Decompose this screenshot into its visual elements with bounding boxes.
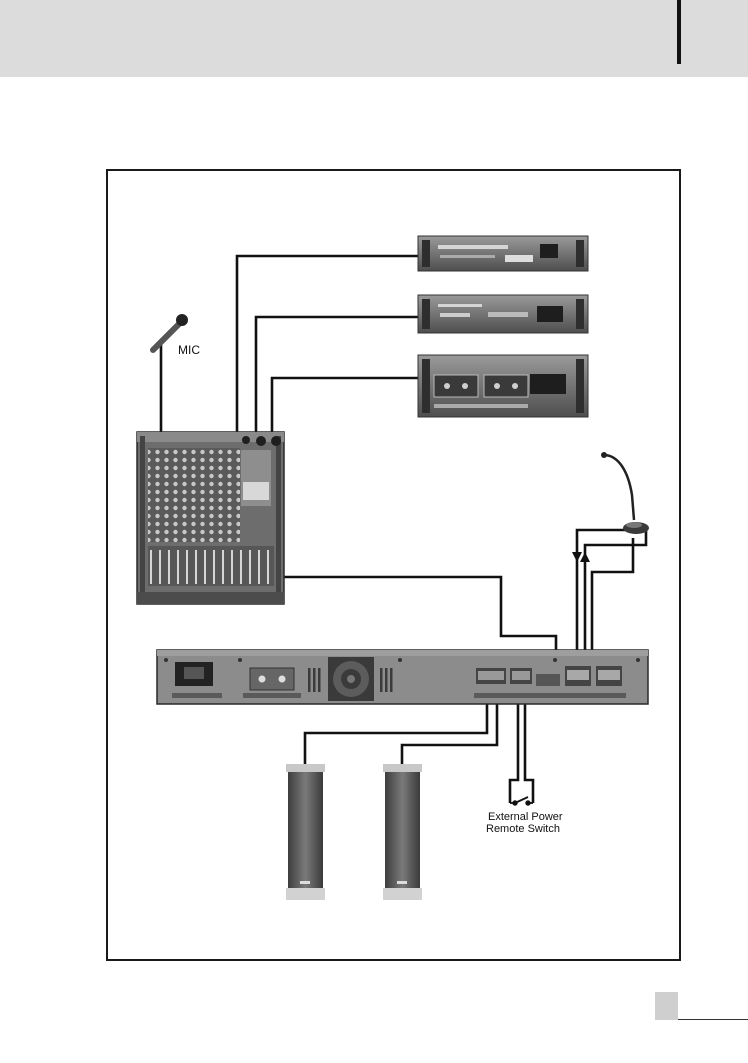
cd-player-unit [418,236,588,271]
mic-label: MIC [178,344,200,357]
mixer-console [137,432,284,604]
arrow-icon [580,552,590,562]
paging-mic-icon [601,452,649,534]
cable-paging-mic-b [585,526,646,664]
page-number-box [655,992,678,1020]
remote-switch-icon [510,797,533,805]
cable-paging-mic-c [592,538,633,664]
column-speaker-left [286,764,325,900]
cable-cd-player [237,256,418,436]
cassette-deck-unit [418,355,588,417]
remote-switch-label-line2: Remote Switch [486,823,560,836]
cable-remote-switch [510,690,533,803]
column-speaker-right [383,764,422,900]
footer-rule [678,1019,748,1020]
cable-cassette-deck [272,378,418,440]
tuner-unit [418,295,588,333]
amplifier-rear-panel [157,650,648,704]
arrow-icon [572,552,582,562]
